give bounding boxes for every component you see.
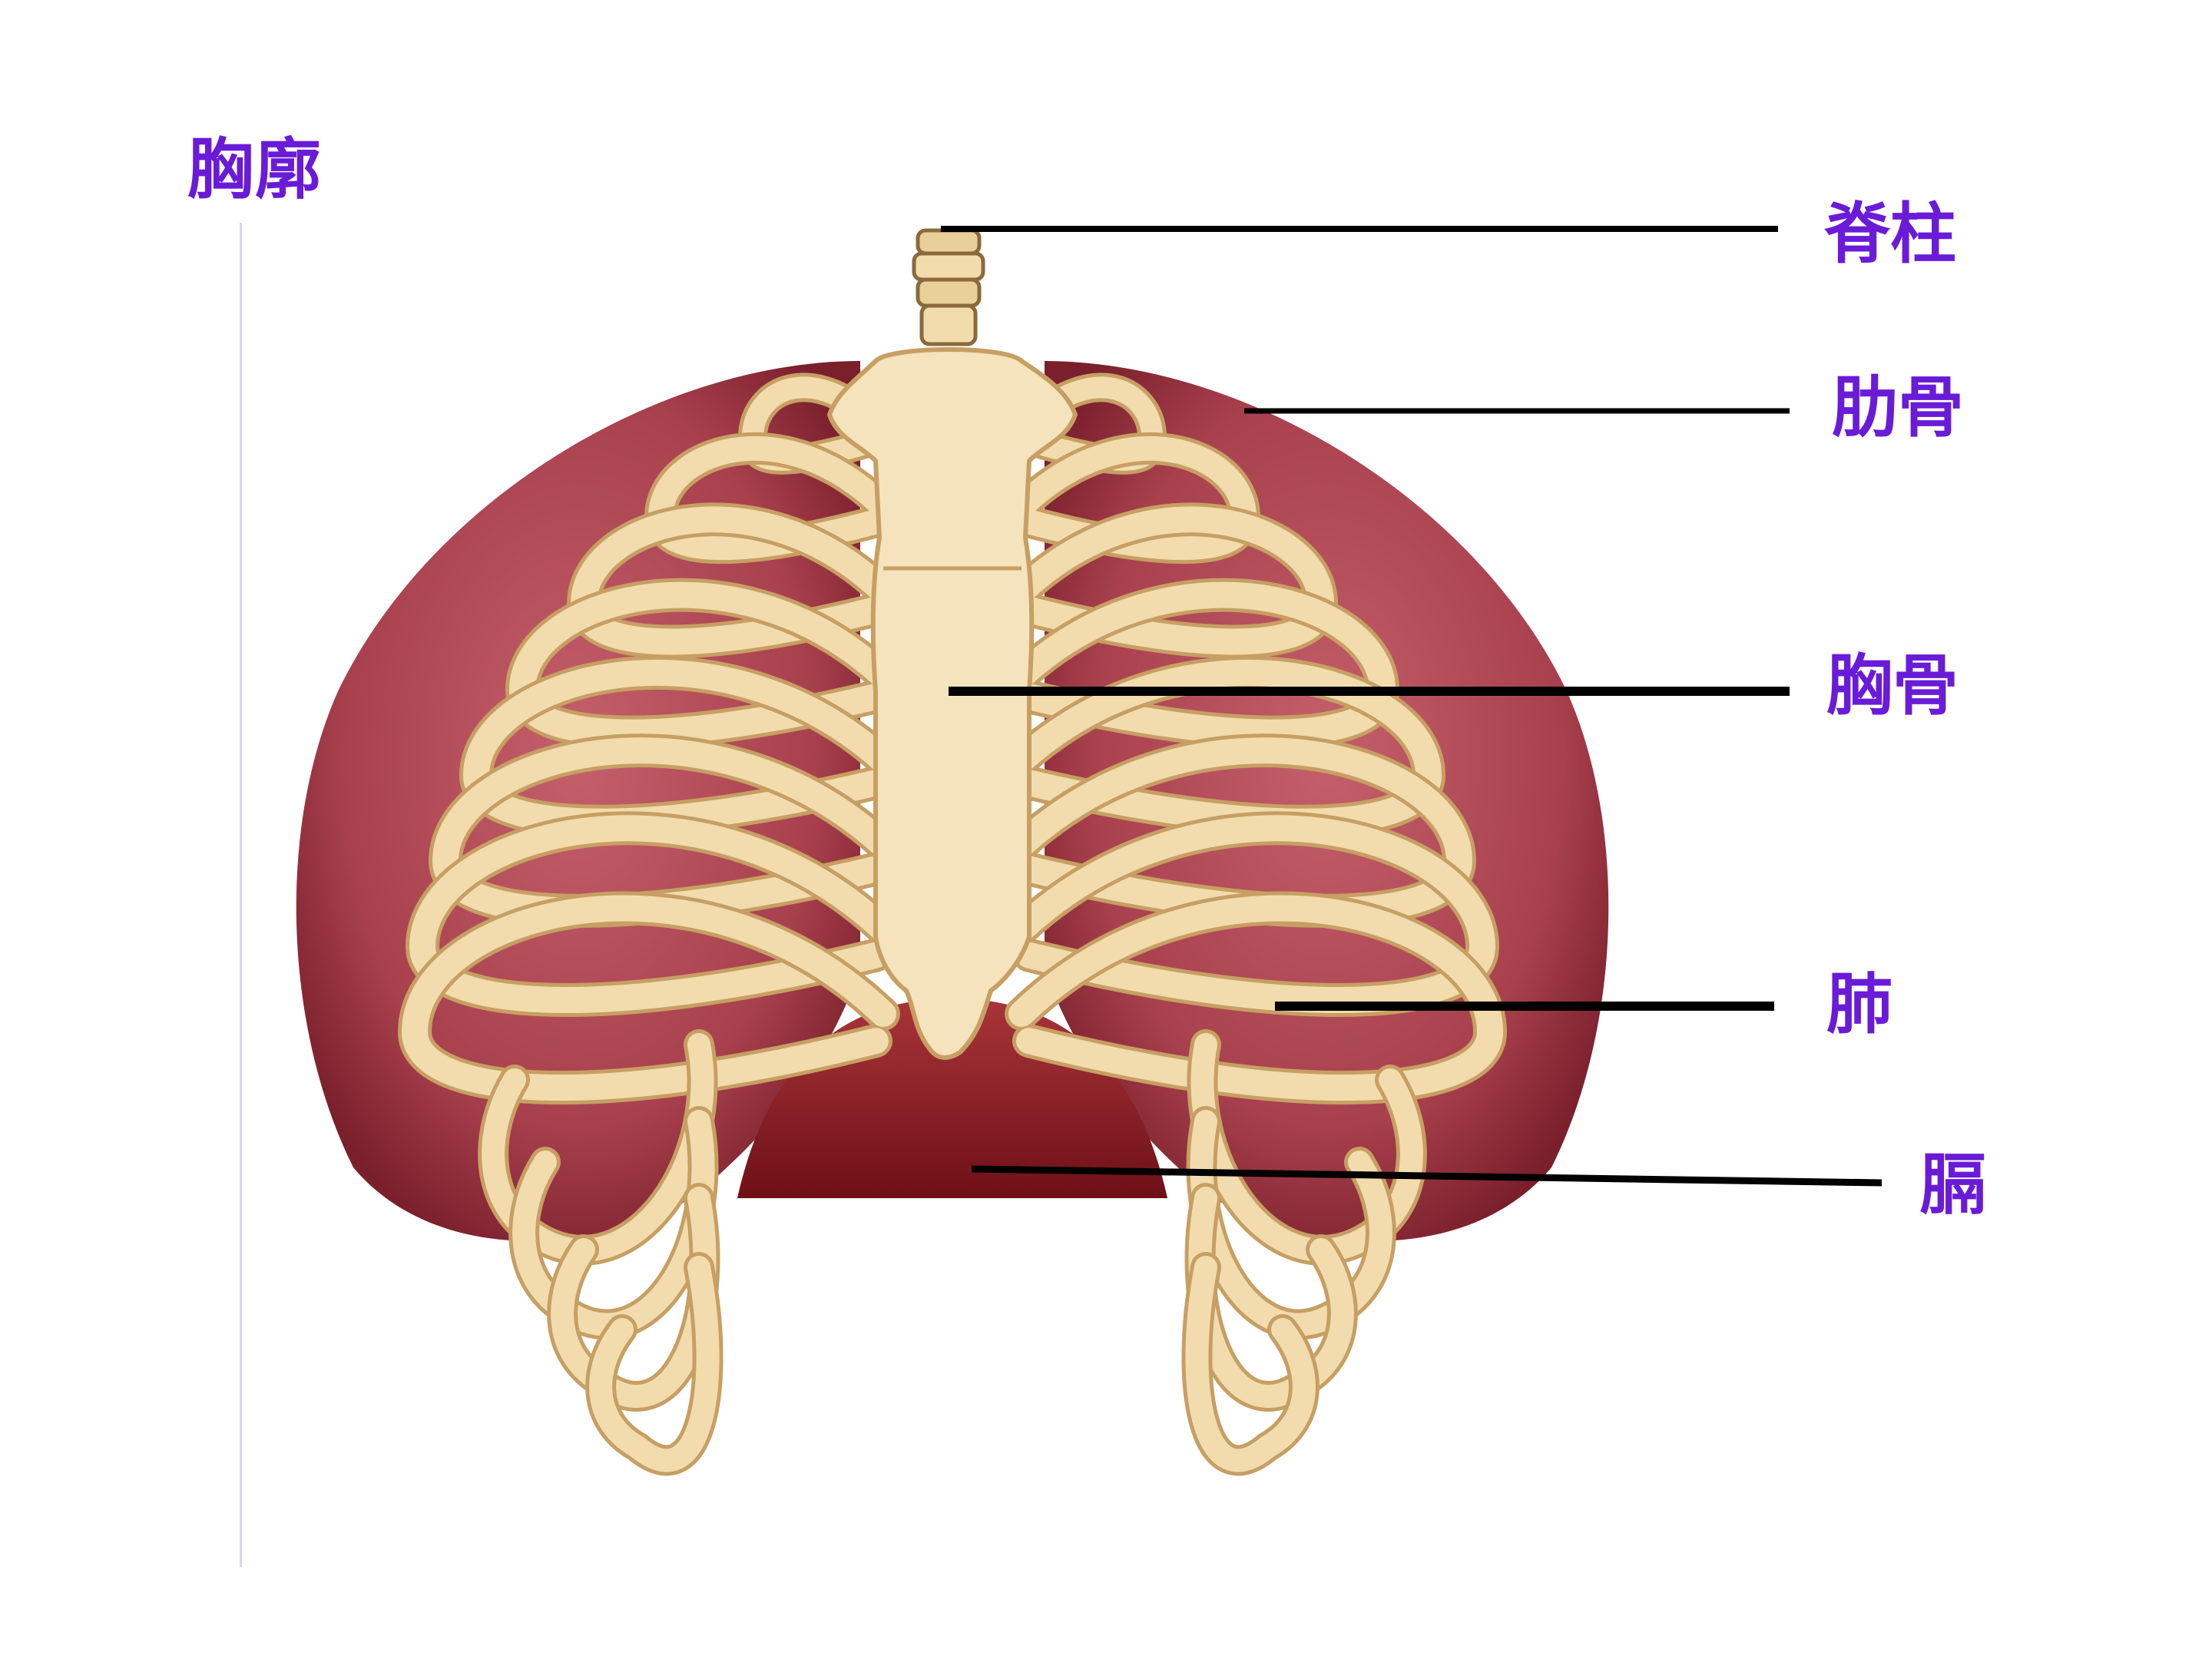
lower-ribs-group: [478, 1029, 1427, 1476]
diagram-title: 胸廓: [187, 131, 323, 208]
label-diaphragm: 膈: [1920, 1146, 1986, 1224]
label-sternum: 胸骨: [1826, 647, 1959, 724]
label-spine: 脊柱: [1824, 195, 1956, 273]
spine-vertebra: [912, 228, 985, 346]
label-rib: 肋骨: [1832, 369, 1964, 446]
label-lung: 肺: [1826, 965, 1892, 1043]
left-divider: [240, 223, 242, 1567]
lower-rib-left-4: [589, 1256, 720, 1472]
sternum: [826, 347, 1078, 1060]
rib-right-7: [1008, 815, 1496, 1014]
leader-line-diaphragm: [971, 1165, 1883, 1187]
lower-rib-right-4: [1185, 1256, 1316, 1472]
rib-left-7: [409, 815, 896, 1014]
rib-left-8: [401, 895, 896, 1101]
rib-right-8: [1008, 895, 1504, 1101]
